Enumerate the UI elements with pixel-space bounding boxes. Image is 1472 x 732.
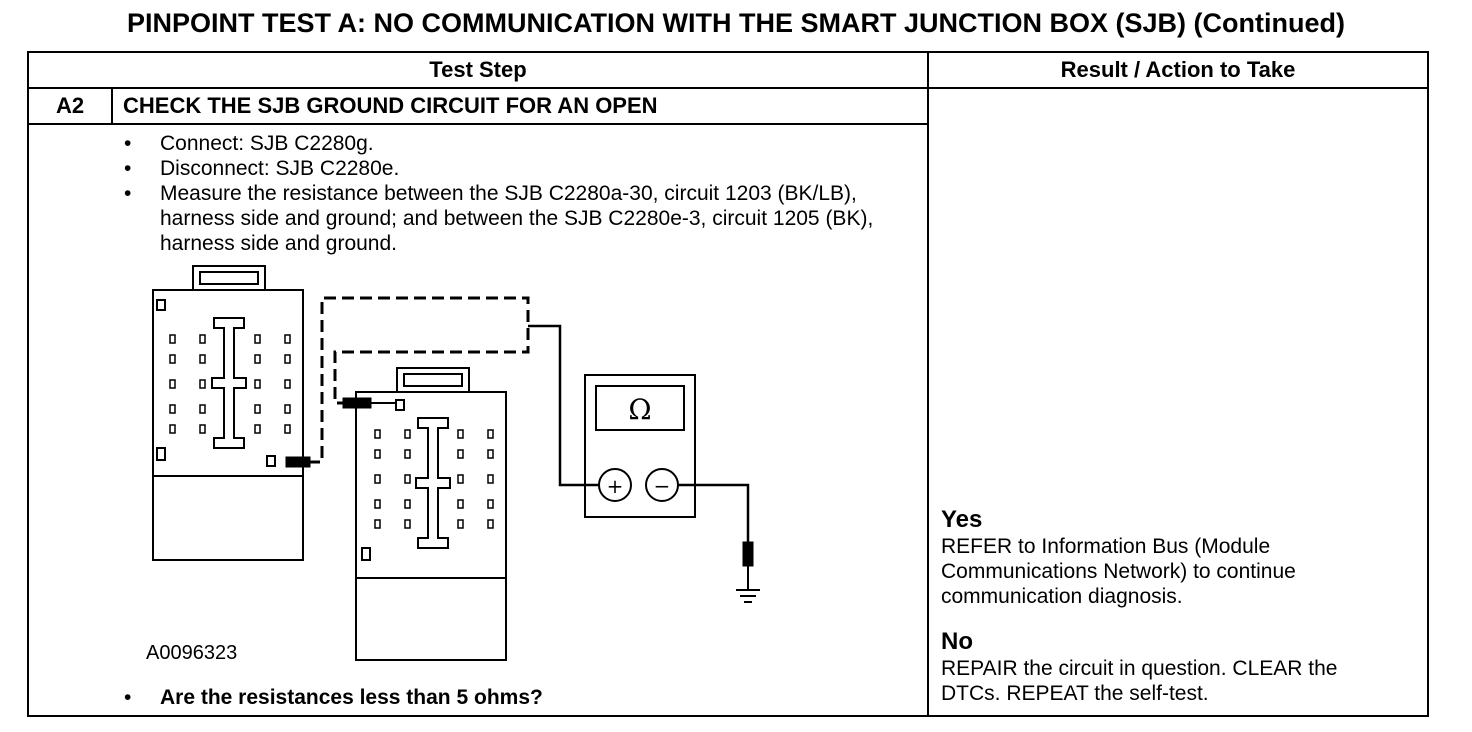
ohm-symbol: Ω	[628, 393, 651, 426]
bullet-icon: •	[124, 132, 132, 155]
connector-diagram: Ω + −	[152, 265, 760, 661]
instruction-text: Connect: SJB C2280g.	[160, 132, 374, 155]
bullet-icon: •	[124, 157, 132, 180]
ground-icon	[736, 566, 760, 603]
yes-result: Yes REFER to Information Bus (Module Com…	[941, 506, 1426, 609]
yes-line: REFER to Information Bus (Module	[941, 535, 1271, 558]
instruction-text: Measure the resistance between the SJB C…	[160, 182, 874, 255]
no-result: No REPAIR the circuit in question. CLEAR…	[941, 628, 1426, 706]
ohmmeter	[584, 374, 696, 518]
result-header: Result / Action to Take	[1060, 57, 1296, 82]
step-id: A2	[55, 93, 85, 118]
step-heading: CHECK THE SJB GROUND CIRCUIT FOR AN OPEN	[123, 93, 658, 118]
minus-terminal-label: −	[654, 474, 671, 498]
meter-leads	[528, 324, 750, 545]
connector-c2280g	[152, 265, 304, 561]
bullet-icon: •	[124, 182, 132, 205]
page-title: PINPOINT TEST A: NO COMMUNICATION WITH T…	[127, 8, 1345, 38]
yes-label: Yes	[941, 506, 983, 533]
jumper-wire	[308, 296, 530, 464]
no-label: No	[941, 628, 973, 655]
yes-line: communication diagnosis.	[941, 585, 1183, 608]
cavities	[169, 334, 494, 529]
instruction-item: • Measure the resistance between the SJB…	[124, 181, 914, 256]
bullet-icon: •	[124, 686, 132, 709]
question-item: • Are the resistances less than 5 ohms?	[124, 685, 914, 710]
test-step-header: Test Step	[429, 57, 527, 82]
instruction-item: • Connect: SJB C2280g.	[124, 131, 914, 156]
plus-terminal-label: +	[607, 474, 624, 498]
probes	[285, 397, 754, 567]
instruction-item: • Disconnect: SJB C2280e.	[124, 156, 914, 181]
figure-id: A0096323	[146, 642, 238, 664]
no-line: REPAIR the circuit in question. CLEAR th…	[941, 657, 1338, 680]
question-text: Are the resistances less than 5 ohms?	[160, 686, 543, 709]
no-line: DTCs. REPEAT the self-test.	[941, 682, 1209, 705]
yes-line: Communications Network) to continue	[941, 560, 1296, 583]
instruction-text: Disconnect: SJB C2280e.	[160, 157, 400, 180]
connector-c2280e	[355, 367, 507, 661]
